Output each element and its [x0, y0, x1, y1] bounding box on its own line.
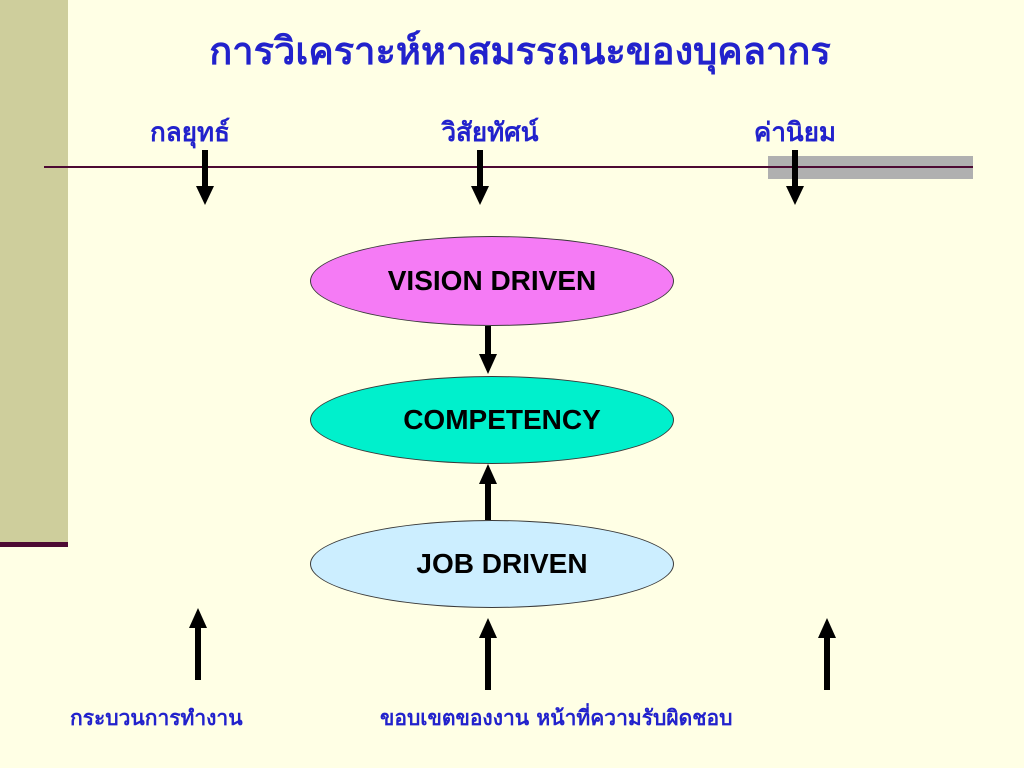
node-job-driven-label: JOB DRIVEN	[416, 548, 588, 579]
arrow-values-down	[786, 150, 804, 205]
node-vision-driven: VISION DRIVEN	[310, 236, 674, 326]
horizontal-divider	[44, 166, 973, 168]
node-competency: COMPETENCY	[310, 376, 674, 464]
arrow-scope-up	[479, 618, 497, 690]
label-work-process: กระบวนการทำงาน	[70, 706, 243, 730]
arrow-process-up	[189, 608, 207, 680]
label-job-scope: ขอบเขตของงาน หน้าที่ความรับผิดชอบ	[380, 706, 733, 730]
arrow-responsibility-up	[818, 618, 836, 690]
side-band-divider	[0, 542, 68, 547]
label-strategy: กลยุทธ์	[150, 118, 230, 148]
label-vision: วิสัยทัศน์	[441, 118, 539, 148]
arrow-vision-to-competency	[479, 326, 497, 374]
arrow-strategy-down	[196, 150, 214, 205]
node-job-driven: JOB DRIVEN	[310, 520, 674, 608]
arrow-job-to-competency	[479, 464, 497, 520]
label-values: ค่านิยม	[753, 118, 837, 148]
node-vision-driven-label: VISION DRIVEN	[387, 265, 597, 296]
arrow-vision-down	[471, 150, 489, 205]
side-band	[0, 0, 68, 546]
page-title: การวิเคราะห์หาสมรรถนะของบุคลากร	[209, 28, 831, 73]
node-competency-label: COMPETENCY	[403, 404, 601, 435]
